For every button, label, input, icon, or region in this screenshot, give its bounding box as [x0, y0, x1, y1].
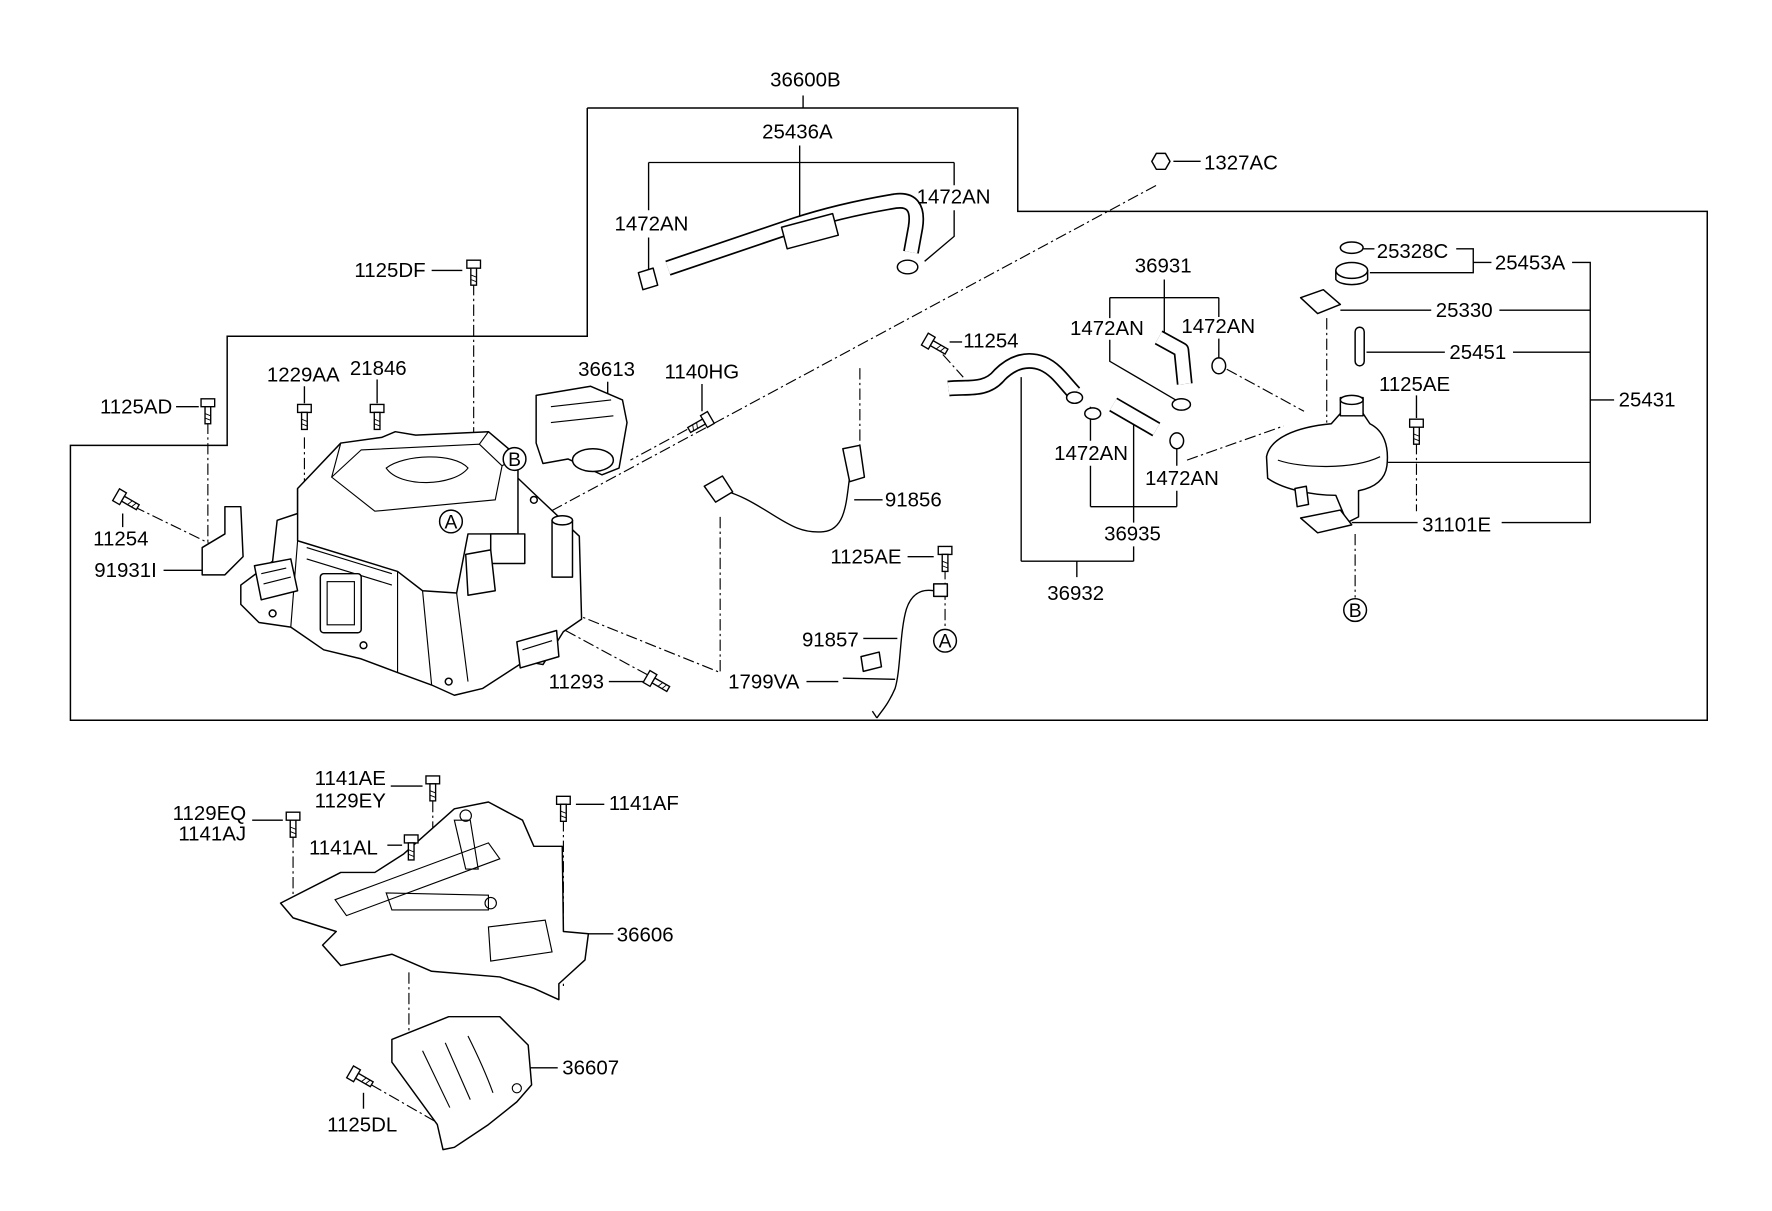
upper-coolant-hose [637, 192, 925, 291]
callout-1229AA: 1229AA [267, 364, 340, 387]
reference-marker-a-mid: A [932, 628, 958, 653]
callout-1472AN-mid-1: 1472AN [1070, 317, 1144, 340]
inverter-assembly [240, 430, 583, 696]
callout-11293: 11293 [549, 670, 604, 693]
callout-1141AL: 1141AL [309, 836, 378, 859]
coolant-hose-36935 [1109, 397, 1161, 437]
bolt-1229AA [296, 403, 312, 431]
marker-label: A [445, 512, 458, 533]
bolt-1129EQ [285, 811, 301, 838]
callout-1141AF: 1141AF [609, 792, 679, 815]
level-sensor-25451 [1354, 326, 1365, 367]
callout-1472AN-upper-right: 1472AN [917, 185, 991, 208]
label-strip-25330 [1299, 288, 1342, 315]
callout-11254-left: 11254 [93, 527, 148, 550]
callout-1140HG: 1140HG [665, 360, 740, 383]
bolt-1125DF [466, 259, 482, 286]
bracket-36607 [391, 1015, 533, 1151]
callout-1472AN-mid-3: 1472AN [1054, 442, 1128, 465]
callout-91856: 91856 [885, 489, 942, 512]
marker-label: B [1349, 601, 1362, 622]
reference-marker-b-right: B [1343, 597, 1368, 623]
pin-21846 [369, 403, 385, 431]
callout-1125AD: 1125AD [100, 396, 172, 419]
callout-31101E: 31101E [1422, 514, 1491, 537]
bolt-11254-mid [920, 332, 951, 359]
leader-lines [121, 95, 1615, 1109]
reference-marker-a-left: A [438, 509, 464, 534]
callout-36600B: 36600B [770, 68, 840, 91]
hose-clamp-upper-left [637, 267, 659, 291]
callout-36931: 36931 [1135, 255, 1192, 278]
bracket-31101E [1299, 509, 1353, 534]
callout-1125DF: 1125DF [354, 259, 425, 282]
cable-91856 [703, 444, 866, 533]
bolt-11293 [642, 669, 673, 696]
callout-1472AN-upper-left: 1472AN [615, 213, 689, 236]
cap-seal-25328C [1339, 241, 1364, 255]
callout-36935: 36935 [1104, 523, 1161, 546]
callout-36932: 36932 [1047, 582, 1104, 605]
callout-1472AN-mid-2: 1472AN [1181, 315, 1255, 338]
bolt-1125AD [200, 398, 216, 425]
callout-36607: 36607 [562, 1057, 619, 1080]
callout-25431: 25431 [1619, 389, 1676, 412]
coolant-hose-36932 [947, 353, 1081, 399]
callout-labels: 36600B 25436A 1472AN 1472AN 1327AC 1125D… [93, 68, 1675, 1136]
hose-clamp-upper-right [896, 259, 919, 275]
bolt-1141AE [425, 775, 441, 802]
callout-1799VA: 1799VA [728, 670, 800, 693]
callout-36606: 36606 [617, 924, 674, 947]
callout-91931I: 91931I [94, 559, 157, 582]
callout-1129EY: 1129EY [315, 790, 387, 813]
callout-1472AN-mid-4: 1472AN [1145, 467, 1219, 490]
bolt-1125DL [346, 1065, 376, 1091]
callout-25453A: 25453A [1495, 251, 1566, 274]
nut-1327AC [1151, 152, 1171, 171]
callout-1125AE-mid: 1125AE [830, 545, 901, 568]
callout-21846: 21846 [350, 357, 407, 380]
marker-label: A [939, 632, 952, 653]
callout-1125AE-right: 1125AE [1379, 373, 1450, 396]
callout-25451: 25451 [1449, 341, 1506, 364]
callout-1141AE: 1141AE [315, 767, 386, 790]
callout-1129EQ: 1129EQ [173, 802, 246, 825]
callout-91857: 91857 [802, 628, 859, 651]
bracket-36613 [535, 385, 628, 476]
callout-11254-mid: 11254 [963, 330, 1018, 353]
callout-1327AC: 1327AC [1204, 151, 1278, 174]
hose-clamps-middle [1065, 357, 1227, 450]
bolt-1141AF [555, 795, 571, 823]
bracket-91931I [201, 505, 244, 576]
coolant-reservoir-25431 [1265, 394, 1389, 524]
bolt-1125AE-right [1408, 418, 1424, 445]
bolt-1140HG [685, 410, 715, 437]
assembly-frame [69, 107, 1708, 721]
reference-marker-b-left: B [502, 446, 527, 472]
cable-91857 [842, 583, 949, 719]
callout-1125DL: 1125DL [327, 1113, 397, 1136]
reservoir-cap-25453A [1335, 261, 1369, 286]
callout-1141AJ: 1141AJ [178, 823, 246, 846]
callout-25330: 25330 [1436, 299, 1493, 322]
coolant-hose-36931 [1154, 330, 1193, 385]
callout-25436A: 25436A [762, 121, 833, 144]
bolt-1125AE-mid [937, 545, 953, 573]
callout-36613: 36613 [578, 358, 635, 381]
mounting-tray-36606 [279, 801, 590, 1001]
callout-25328C: 25328C [1377, 240, 1449, 263]
bolt-11254-left [112, 488, 142, 514]
marker-label: B [508, 450, 521, 471]
